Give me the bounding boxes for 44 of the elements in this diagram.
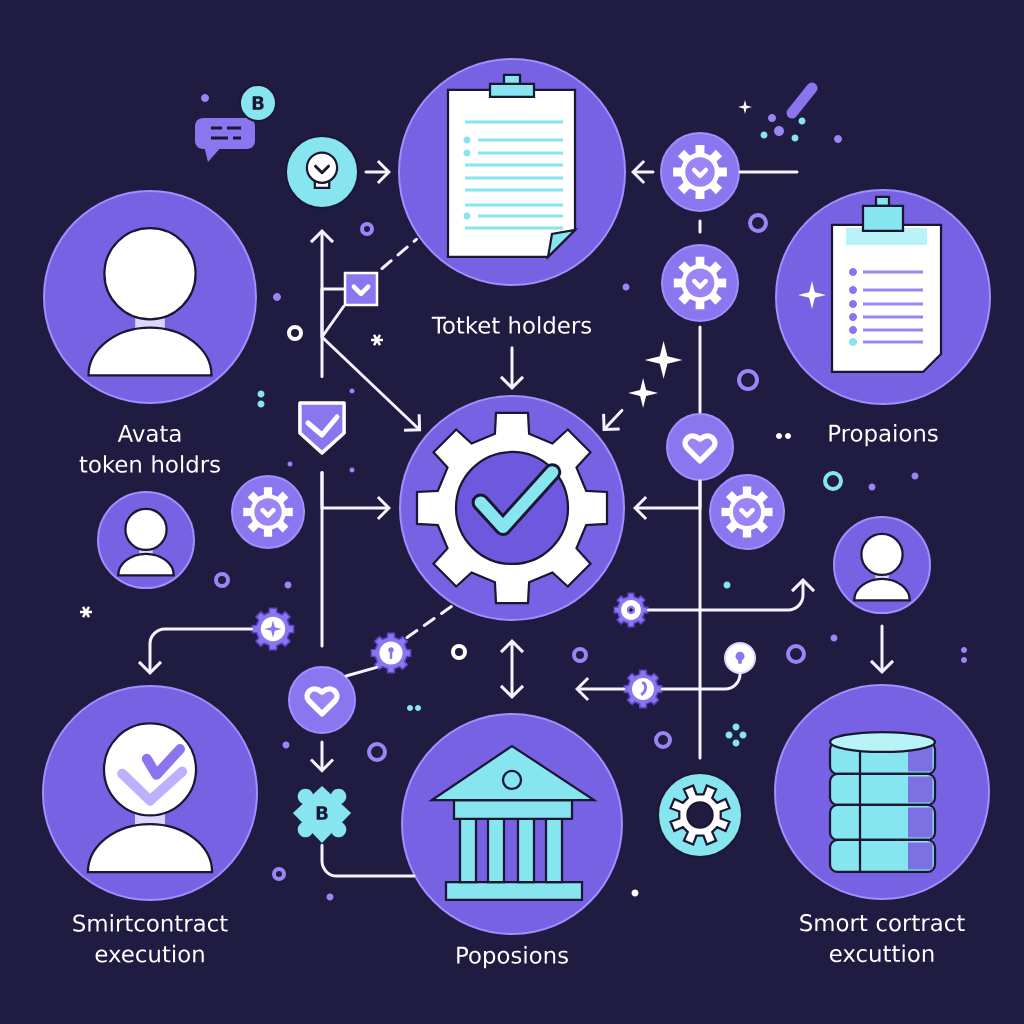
- gear-icon: [709, 474, 785, 550]
- connector-line: [320, 471, 324, 648]
- arrow: [602, 408, 624, 431]
- gear-icon: [623, 669, 663, 709]
- arrow: [320, 287, 422, 432]
- coin-badge: B: [239, 84, 277, 122]
- connector-line: [698, 479, 702, 760]
- node-label: Propaions: [829, 424, 938, 447]
- arrow: [575, 676, 626, 702]
- sparkle-icon: [628, 341, 683, 408]
- connector-line: [320, 843, 416, 878]
- arrow: [869, 624, 895, 674]
- checkbox-icon: [343, 271, 379, 307]
- gear-icon: [251, 607, 295, 651]
- connector-line: [738, 170, 799, 174]
- node-label: Poposions: [457, 946, 568, 969]
- document-illustration: [398, 58, 626, 286]
- connector-line: [344, 665, 379, 678]
- gear-icon: [231, 475, 305, 549]
- puzzle-piece: B: [292, 786, 352, 843]
- dashed-line: [405, 604, 454, 639]
- arrow: [499, 346, 525, 390]
- node-label: Avata token holdrs: [79, 425, 220, 473]
- node-label: Smort cortract excuttion: [800, 914, 965, 963]
- lightbulb-icon: [285, 135, 359, 209]
- gear-icon: [613, 592, 649, 628]
- gear-icon: [370, 632, 412, 674]
- avatar-icon: [97, 491, 195, 589]
- dashed-line: [380, 237, 418, 270]
- arrow: [309, 740, 335, 773]
- arrow: [646, 578, 816, 612]
- connector-line: [698, 219, 702, 234]
- avatar-icon: [833, 516, 931, 614]
- gear-icon: [661, 244, 739, 322]
- text-label: Totket holders: [431, 316, 592, 334]
- arrow: [309, 229, 335, 378]
- gear-icon: [657, 772, 743, 858]
- double-arrow: [499, 639, 525, 699]
- connector-line: [698, 325, 702, 414]
- gear-illustration: [399, 395, 625, 621]
- node-label: Smirtcontract execution: [73, 914, 228, 963]
- arrow: [137, 627, 254, 675]
- lightbulb-icon: [724, 642, 756, 674]
- gear-icon: [660, 132, 740, 212]
